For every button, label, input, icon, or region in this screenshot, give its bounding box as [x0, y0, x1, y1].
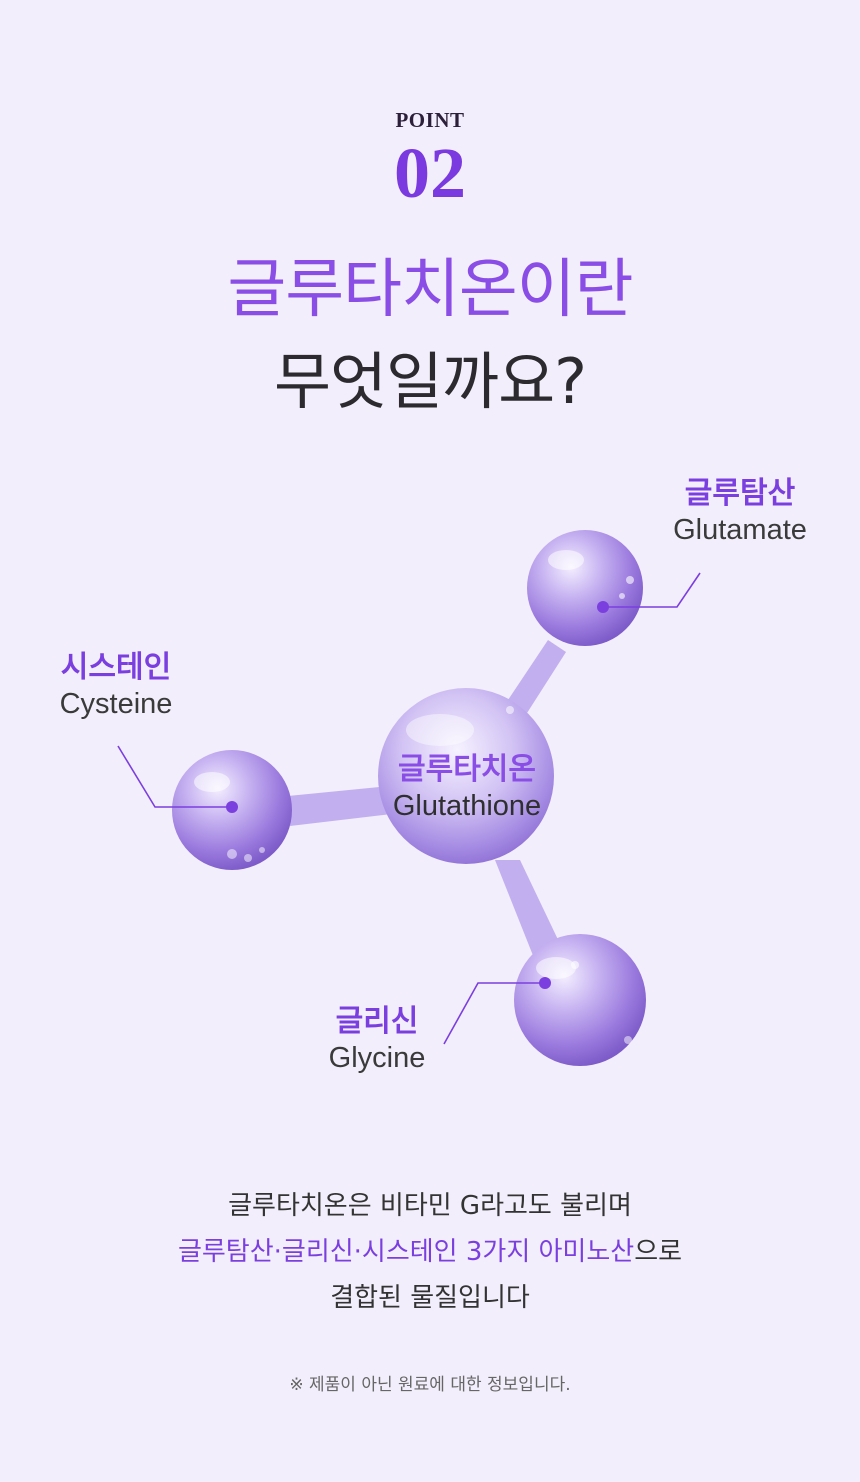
sphere-glycine: [514, 934, 646, 1066]
point-number: 02: [394, 133, 466, 213]
description: 글루타치온은 비타민 G라고도 불리며 글루탐산·글리신·시스테인 3가지 아미…: [0, 1183, 860, 1321]
headline-title: 글루타치온이란: [227, 253, 633, 327]
bond-glycine: [495, 860, 562, 958]
label-glycine: 글리신 Glycine: [277, 1004, 477, 1076]
label-glutamate-en: Glutamate: [673, 514, 807, 546]
description-line-2: 글루탐산·글리신·시스테인 3가지 아미노산으로: [0, 1229, 860, 1275]
leader-line-glutamate: [597, 572, 701, 613]
description-highlight: 글루탐산·글리신·시스테인 3가지 아미노산: [177, 1237, 635, 1267]
bond-cysteine: [288, 786, 392, 826]
sphere-glutathione: [378, 688, 554, 864]
label-glycine-en: Glycine: [328, 1042, 426, 1074]
description-line-3: 결합된 물질입니다: [330, 1283, 530, 1313]
leader-line-cysteine: [117, 745, 238, 813]
label-cysteine-ko: 시스테인: [60, 650, 172, 685]
label-cysteine-en: Cysteine: [59, 688, 173, 720]
label-glutathione-en: Glutathione: [392, 790, 542, 822]
sphere-glutamate: [527, 530, 643, 646]
disclaimer-note: ※ 제품이 아닌 원료에 대한 정보입니다.: [289, 1375, 571, 1395]
description-line-2-rest: 으로: [634, 1237, 683, 1267]
label-cysteine: 시스테인 Cysteine: [16, 650, 216, 722]
label-glutamate-ko: 글루탐산: [684, 476, 796, 511]
label-glutathione-ko: 글루타치온: [398, 752, 536, 787]
description-line-1: 글루타치온은 비타민 G라고도 불리며: [228, 1191, 632, 1221]
headline-question: 무엇일까요?: [273, 345, 587, 418]
label-glutamate: 글루탐산 Glutamate: [640, 476, 840, 548]
label-glutathione: 글루타치온 Glutathione: [367, 752, 567, 824]
label-glycine-ko: 글리신: [335, 1004, 419, 1039]
bond-glutamate: [500, 640, 566, 724]
leader-line-glycine: [443, 977, 551, 1045]
point-label: POINT: [395, 108, 465, 132]
